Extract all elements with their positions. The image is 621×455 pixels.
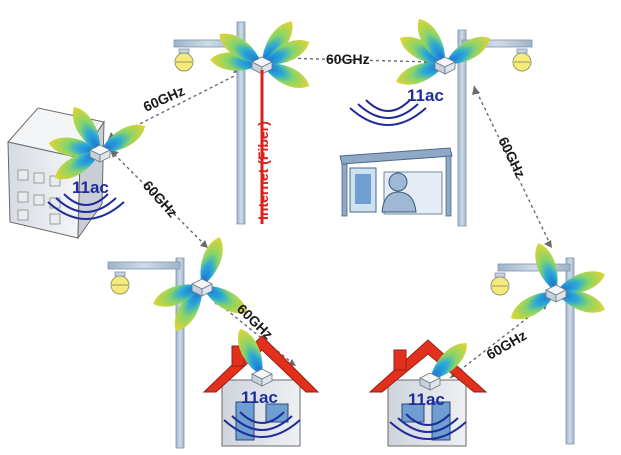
street-lamp-pole-middle-right: [490, 240, 608, 445]
link-left-lower: [109, 149, 209, 249]
link-label-left-upper: 60GHz: [141, 82, 187, 114]
ac-label-house-right: 11ac: [408, 390, 445, 409]
access-point-top-right: [393, 14, 495, 91]
bus-stop-shelter: [339, 147, 453, 217]
link-lines: [107, 57, 553, 379]
lamp-icon: [174, 48, 194, 72]
street-lamp-pole-top-right: [349, 14, 533, 227]
house-left: [202, 325, 320, 447]
link-label-top: 60GHz: [326, 51, 370, 67]
link-label-left-lower: 60GHz: [140, 177, 181, 220]
link-top: [279, 57, 433, 63]
link-arrowheads: [108, 54, 552, 378]
link-label-right-house: 60GHz: [484, 327, 530, 363]
access-point-middle-right: [506, 240, 608, 326]
lamp-icon: [512, 48, 532, 72]
house-right: [368, 336, 488, 447]
person-icon: [381, 172, 417, 213]
ac-label-busstop: 11ac: [407, 86, 444, 105]
street-lamp-pole-top-left: [173, 16, 313, 225]
office-building: [7, 102, 150, 240]
lamp-icon: [490, 272, 510, 296]
fiber-label: Internet (Fiber): [255, 121, 271, 220]
lamp-icon: [110, 271, 130, 295]
building-windows: [17, 169, 61, 225]
link-label-right: 60GHz: [495, 134, 528, 180]
street-lamp-pole-middle-left: [107, 234, 252, 449]
access-point-middle-left: [150, 234, 252, 336]
ac-label-building: 11ac: [72, 178, 109, 197]
ac-label-house-left: 11ac: [241, 388, 278, 407]
